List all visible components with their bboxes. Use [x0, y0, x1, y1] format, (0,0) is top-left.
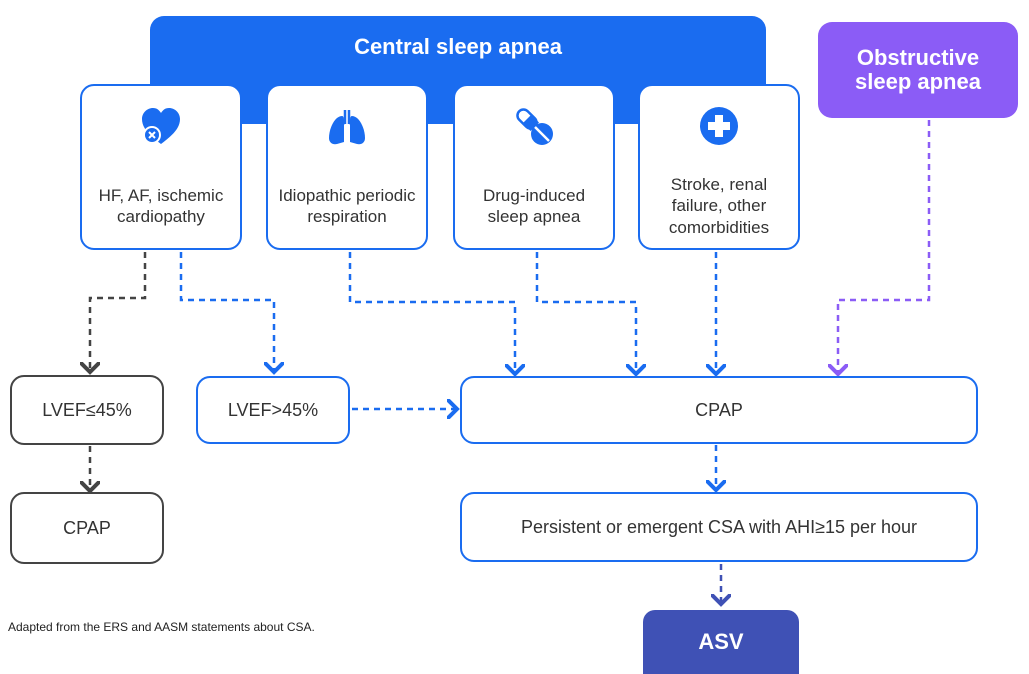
cpap-main-box: CPAP — [460, 376, 978, 444]
arrow-hf-to-lvef-high — [179, 252, 274, 372]
arrow-idiopathic-to-cpap — [348, 252, 515, 374]
arrow-drug-to-cpap — [535, 252, 636, 374]
asv-box: ASV — [643, 610, 799, 674]
persistent-csa-box: Persistent or emergent CSA with AHI≥15 p… — [460, 492, 978, 562]
obstructive-sleep-apnea-box: Obstructive sleep apnea — [818, 22, 1018, 118]
osa-title: Obstructive sleep apnea — [855, 44, 981, 94]
cause-label: Idiopathic periodic respiration — [278, 185, 416, 226]
cause-card-drug: Drug-induced sleep apnea — [453, 84, 615, 250]
lungs-icon — [329, 110, 365, 145]
banner-title: Central sleep apnea — [354, 34, 562, 59]
medical-cross-icon — [700, 107, 738, 145]
cause-card-hf: HF, AF, ischemic cardiopathy — [80, 84, 242, 250]
arrow-hf-to-lvef-low — [90, 252, 147, 372]
lvef-low-label: LVEF≤45% — [42, 399, 132, 420]
heart-icon — [142, 108, 180, 144]
cause-card-stroke: Stroke, renal failure, other comorbiditi… — [638, 84, 800, 250]
cause-label: Drug-induced sleep apnea — [482, 185, 586, 226]
cpap-left-label: CPAP — [63, 517, 111, 538]
lvef-high-label: LVEF>45% — [227, 399, 319, 420]
cpap-left-box: CPAP — [10, 492, 164, 564]
source-footnote: Adapted from the ERS and AASM statements… — [8, 620, 315, 634]
asv-label: ASV — [698, 629, 744, 654]
cause-label: HF, AF, ischemic cardiopathy — [98, 185, 224, 226]
arrow-osa-to-cpap — [838, 120, 931, 374]
cause-card-idiopathic: Idiopathic periodic respiration — [266, 84, 428, 250]
cpap-main-label: CPAP — [695, 399, 743, 420]
lvef-low-box: LVEF≤45% — [10, 375, 164, 445]
pills-icon — [516, 108, 553, 145]
lvef-high-box: LVEF>45% — [196, 376, 350, 444]
persistent-csa-label: Persistent or emergent CSA with AHI≥15 p… — [520, 516, 918, 537]
cause-label: Stroke, renal failure, other comorbiditi… — [668, 175, 770, 237]
